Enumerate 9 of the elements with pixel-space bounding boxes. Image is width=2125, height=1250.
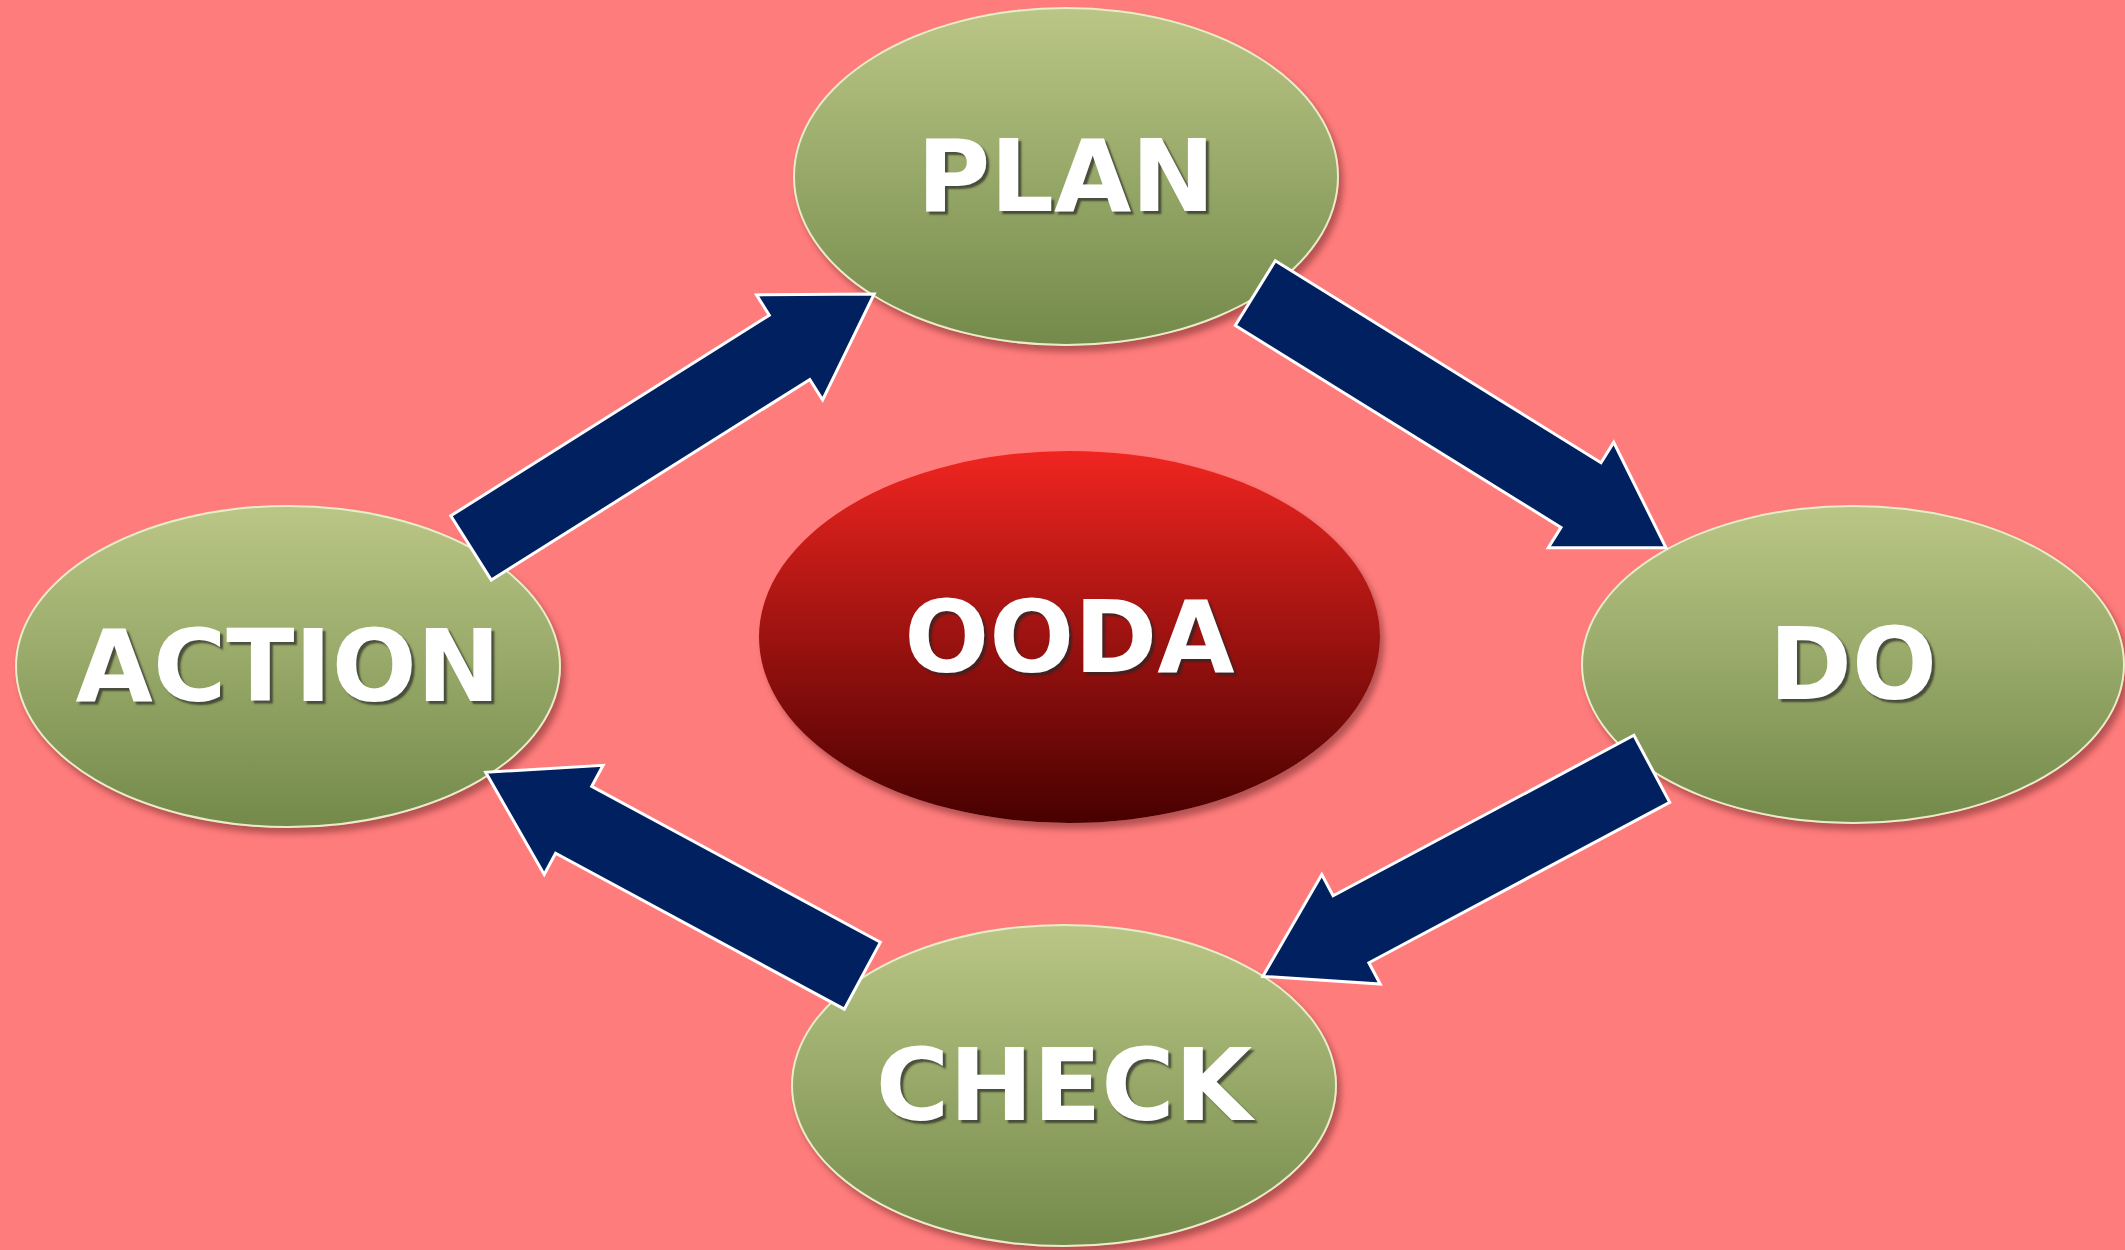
stage-label: PLAN	[916, 118, 1216, 235]
block-arrow	[1233, 258, 1669, 550]
block-arrow	[483, 763, 883, 1012]
stage-label: CHECK	[875, 1027, 1253, 1144]
stage-label: ACTION	[75, 608, 501, 725]
stage-label: OODA	[904, 578, 1235, 696]
stage-label: DO	[1769, 606, 1937, 723]
block-arrow	[1260, 733, 1672, 986]
block-arrow	[448, 292, 877, 583]
